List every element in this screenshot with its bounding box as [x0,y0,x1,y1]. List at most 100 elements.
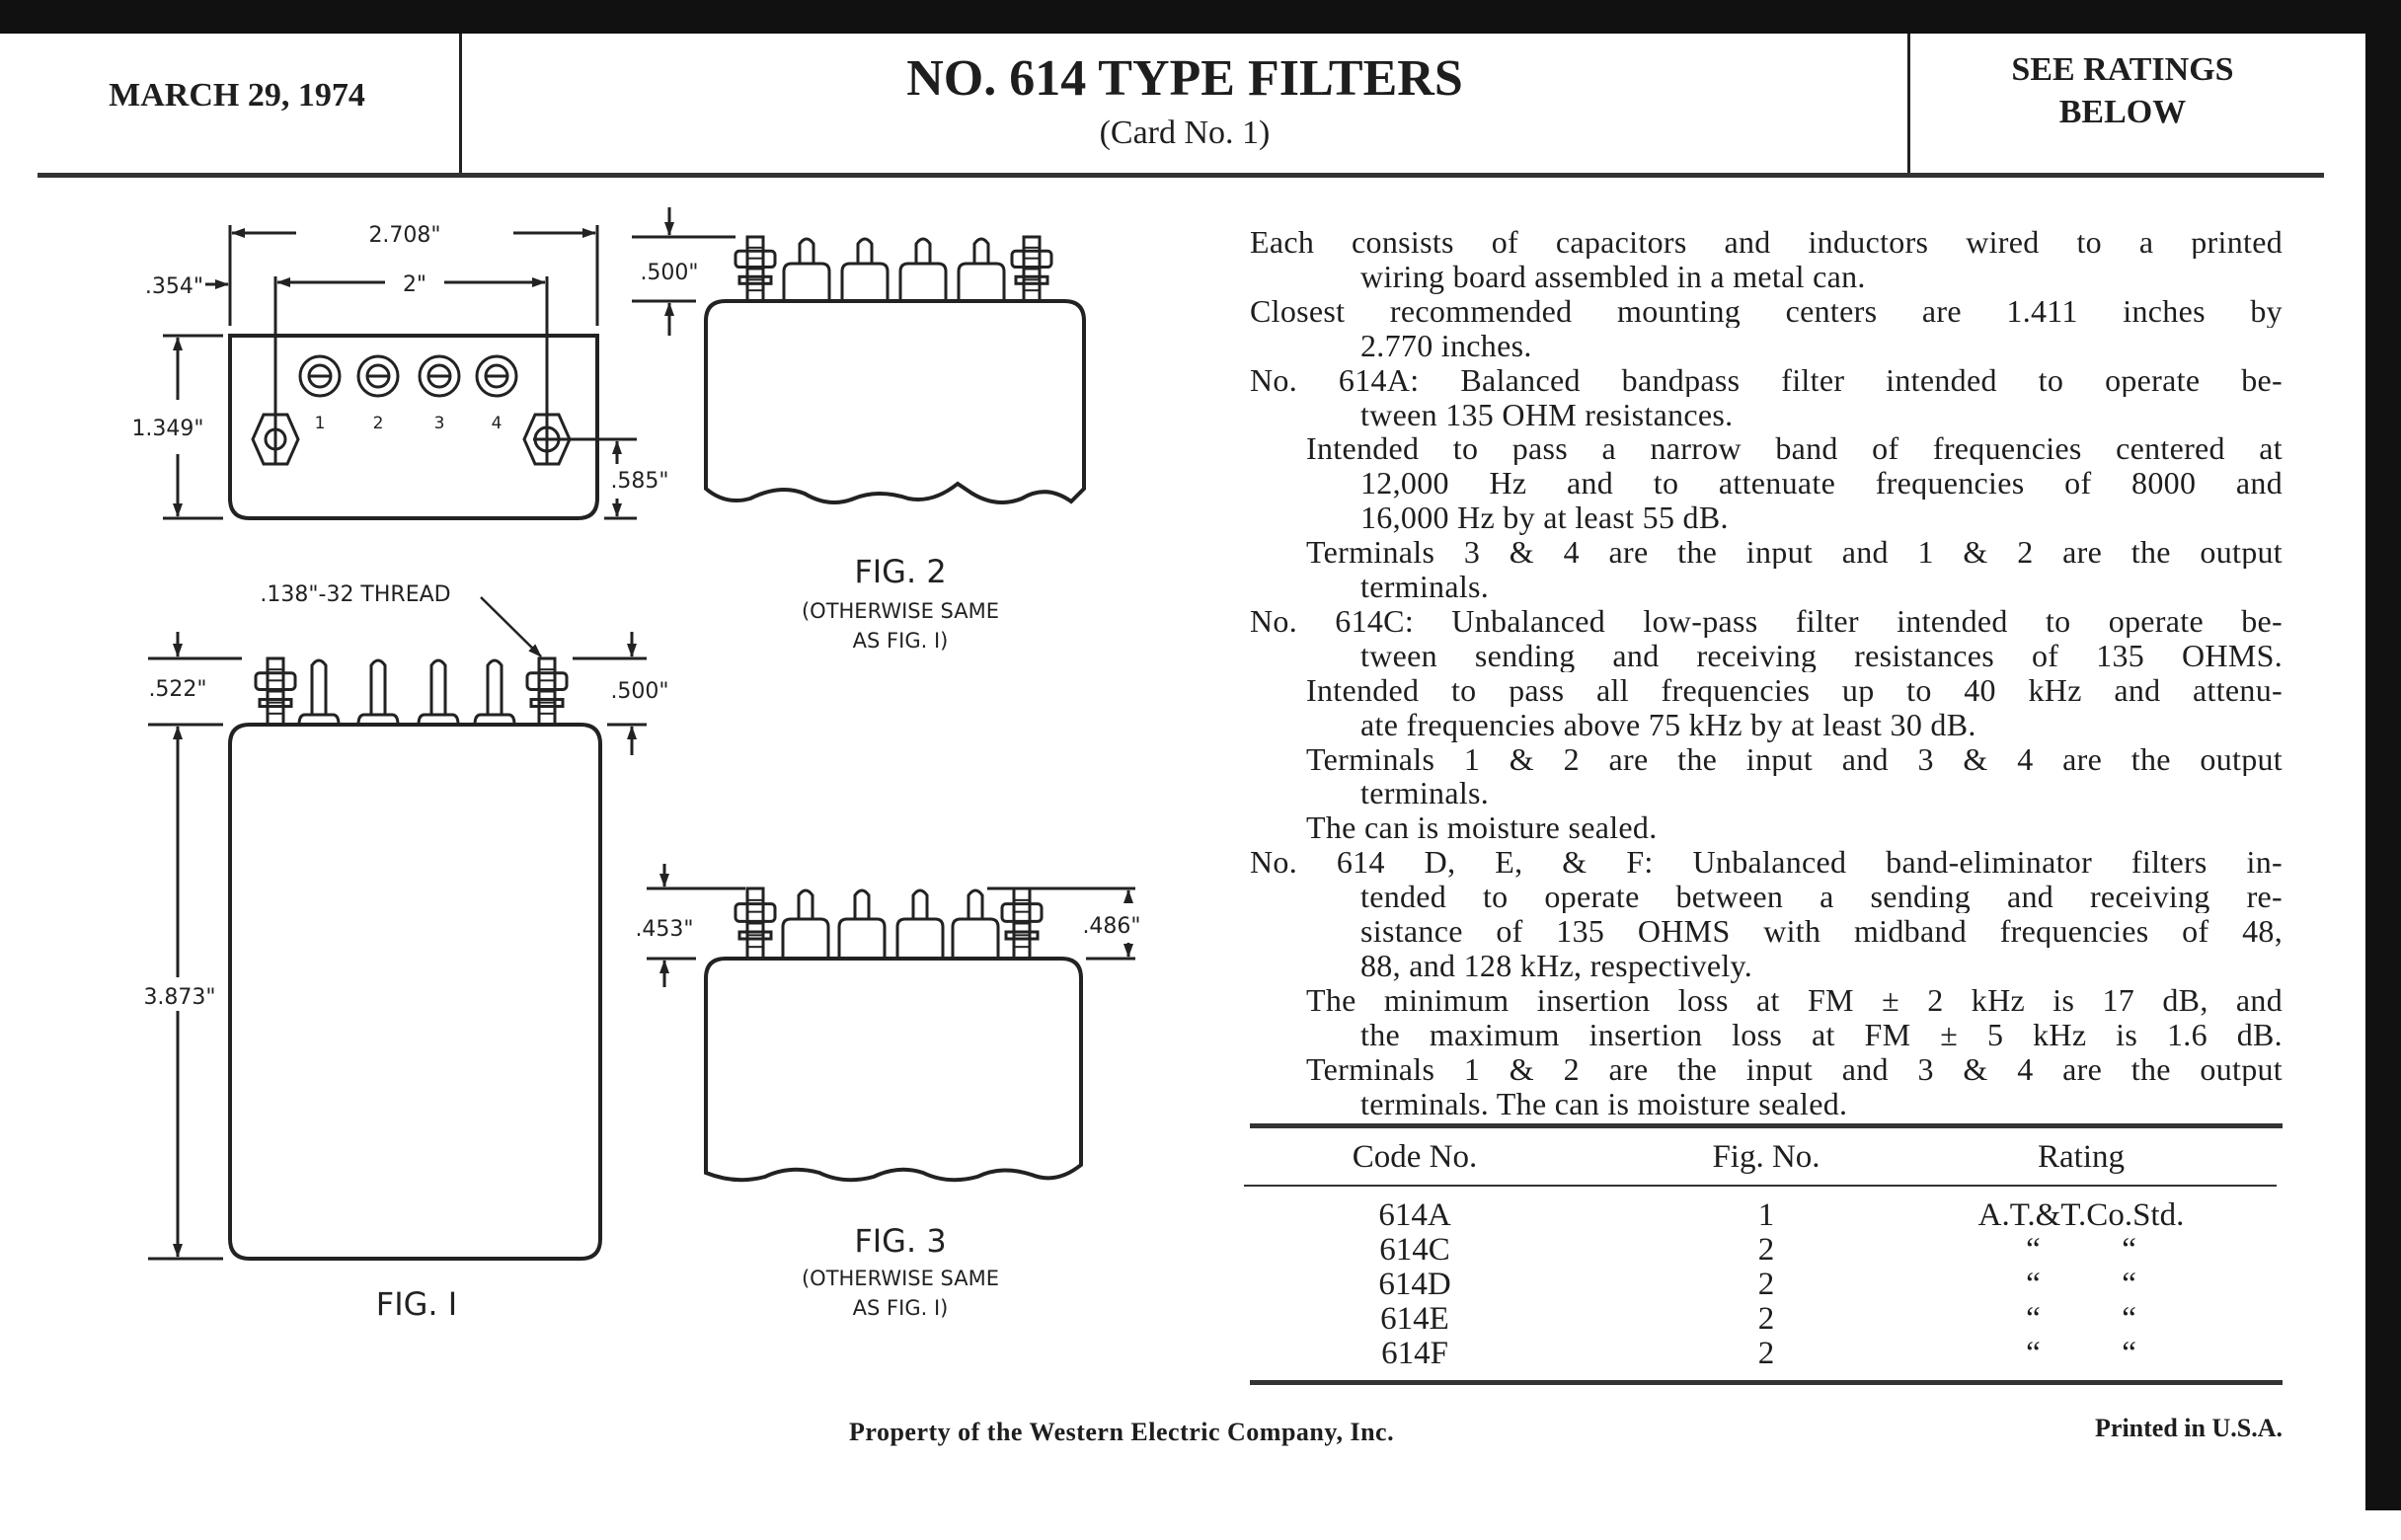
fig1-dim-width: 2.708" [368,223,440,248]
description-line: Intended to pass all frequencies up to 4… [1306,672,2283,707]
table-cell-code: 614D [1378,1267,1451,1302]
fig1-label: FIG. I [376,1285,457,1323]
card-number: (Card No. 1) [1099,115,1271,151]
fig2-note-line2: AS FIG. I) [853,629,949,653]
fig2-dim-terminal: .500" [640,261,698,285]
fig1-hex-nut-right [522,413,572,466]
fig1-dim-terminal-left: .522" [148,677,206,702]
description-line: 2.770 inches. [1360,327,1532,363]
description-line: Each consists of capacitors and inductor… [1250,225,2283,259]
table-top-rule [1250,1123,2283,1128]
fig3-view [647,864,1135,1183]
description-line: tween sending and receiving resistances … [1360,638,2283,672]
description-line: Terminals 1 & 2 are the input and 3 & 4 … [1306,1051,2283,1086]
description-line: the maximum insertion loss at FM ± 5 kHz… [1360,1017,2283,1051]
fig1-dim-terminal-right: .500" [610,679,668,704]
description-line: 16,000 Hz by at least 55 dB. [1360,500,1729,536]
terminal-pin [898,237,948,301]
table-cell-rating: A.T.&T.Co.Std. [1977,1197,2185,1233]
table-cell-rating: “ “ [2026,1336,2136,1371]
table-header-rule [1244,1185,2277,1187]
fig1-dim-stud-height: .585" [610,469,668,494]
terminal-pin [356,658,400,726]
table-cell-code: 614A [1378,1197,1451,1233]
description-line: Terminals 3 & 4 are the input and 1 & 2 … [1306,535,2283,570]
fig1-terminal-number-2: 2 [373,414,384,433]
fig2-note-line1: (OTHERWISE SAME [802,599,999,623]
fig1-dim-offset: .354" [145,274,203,299]
fig1-side-view [148,596,647,1261]
description-line: terminals. [1360,775,1490,811]
threaded-stud [525,656,569,727]
filter-drawings: 2.708" 2" .354" 1.349" .585" 1 2 3 4 .13… [131,207,1141,1323]
description-line: 88, and 128 kHz, respectively. [1360,947,1753,983]
table-cell-code: 614F [1381,1336,1448,1371]
table-cell-code: 614E [1380,1301,1449,1337]
fig1-thread-note: .138"-32 THREAD [260,582,450,607]
threaded-stud [734,235,777,303]
terminal-pin [951,888,1000,959]
table-cell-code: 614C [1379,1232,1450,1268]
scan-border-right [2365,0,2401,1510]
footer-property: Property of the Western Electric Company… [849,1418,1395,1446]
description-line: 12,000 Hz and to attenuate frequencies o… [1360,466,2283,500]
threaded-stud [734,886,777,961]
description-line: sistance of 135 OHMS with midband freque… [1360,914,2283,948]
terminal-pin [781,888,830,959]
fig1-top-view [163,225,637,520]
description-line: The can is moisture sealed. [1306,809,1658,846]
ratings-note-line2: BELOW [2058,94,2187,130]
terminal-pin [473,658,516,726]
table-cell-rating: “ “ [2026,1232,2136,1268]
terminal-pin [417,658,460,726]
terminal-pin [840,237,890,301]
fig3-body [704,957,1083,1183]
terminal-pin [837,888,887,959]
description-line: tended to operate between a sending and … [1360,880,2283,914]
fig1-terminal-number-3: 3 [434,414,445,433]
fig3-label: FIG. 3 [854,1222,946,1260]
fig1-terminal-number-4: 4 [492,414,503,433]
fig1-dim-height: 1.349" [131,417,203,441]
fig1-terminal-holes [298,354,518,398]
table-cell-rating: “ “ [2026,1267,2136,1302]
fig1-side-body [228,723,602,1261]
table-cell-fig: 2 [1757,1336,1775,1371]
terminal-pin [895,888,945,959]
terminal-pin [957,237,1006,301]
threaded-stud [1010,235,1053,303]
table-header-rating: Rating [2038,1139,2125,1175]
description-line: No. 614C: Unbalanced low-pass filter int… [1250,603,2283,638]
table-cell-rating: “ “ [2026,1301,2136,1337]
fig1-hex-nut-left [251,413,300,466]
scan-border-top [0,0,2401,34]
fig3-note-line2: AS FIG. I) [853,1296,949,1320]
header-divider-right [1907,34,1910,174]
fig1-terminal-number-1: 1 [315,414,326,433]
fig1-dim-centers: 2" [403,272,426,297]
table-cell-fig: 2 [1757,1267,1775,1302]
table-header-fig: Fig. No. [1712,1139,1820,1175]
header-rule [38,173,2324,178]
fig2-label: FIG. 2 [854,553,946,590]
description-line: terminals. The can is moisture sealed. [1360,1085,1848,1121]
description-line: No. 614 D, E, & F: Unbalanced band-elimi… [1250,845,2283,880]
table-cell-fig: 2 [1757,1301,1775,1337]
description-line: wiring board assembled in a metal can. [1360,258,1866,294]
ratings-note-line1: SEE RATINGS [2011,51,2234,88]
table-cell-fig: 2 [1757,1232,1775,1268]
table-header-code: Code No. [1352,1139,1478,1175]
fig1-dim-body-height: 3.873" [143,985,215,1010]
threaded-stud [1000,886,1044,961]
header-divider-left [459,34,462,174]
threaded-stud [254,656,297,727]
description-line: No. 614A: Balanced bandpass filter inten… [1250,362,2283,397]
description-line: Intended to pass a narrow band of freque… [1306,431,2283,466]
description-line: Closest recommended mounting centers are… [1250,293,2283,328]
card-date: MARCH 29, 1974 [109,77,365,114]
fig2-view [632,207,1086,504]
description-line: The minimum insertion loss at FM ± 2 kHz… [1306,982,2283,1017]
fig3-dim-terminal-left: .453" [635,917,693,942]
description-line: Terminals 1 & 2 are the input and 3 & 4 … [1306,741,2283,776]
table-cell-fig: 1 [1757,1197,1775,1233]
